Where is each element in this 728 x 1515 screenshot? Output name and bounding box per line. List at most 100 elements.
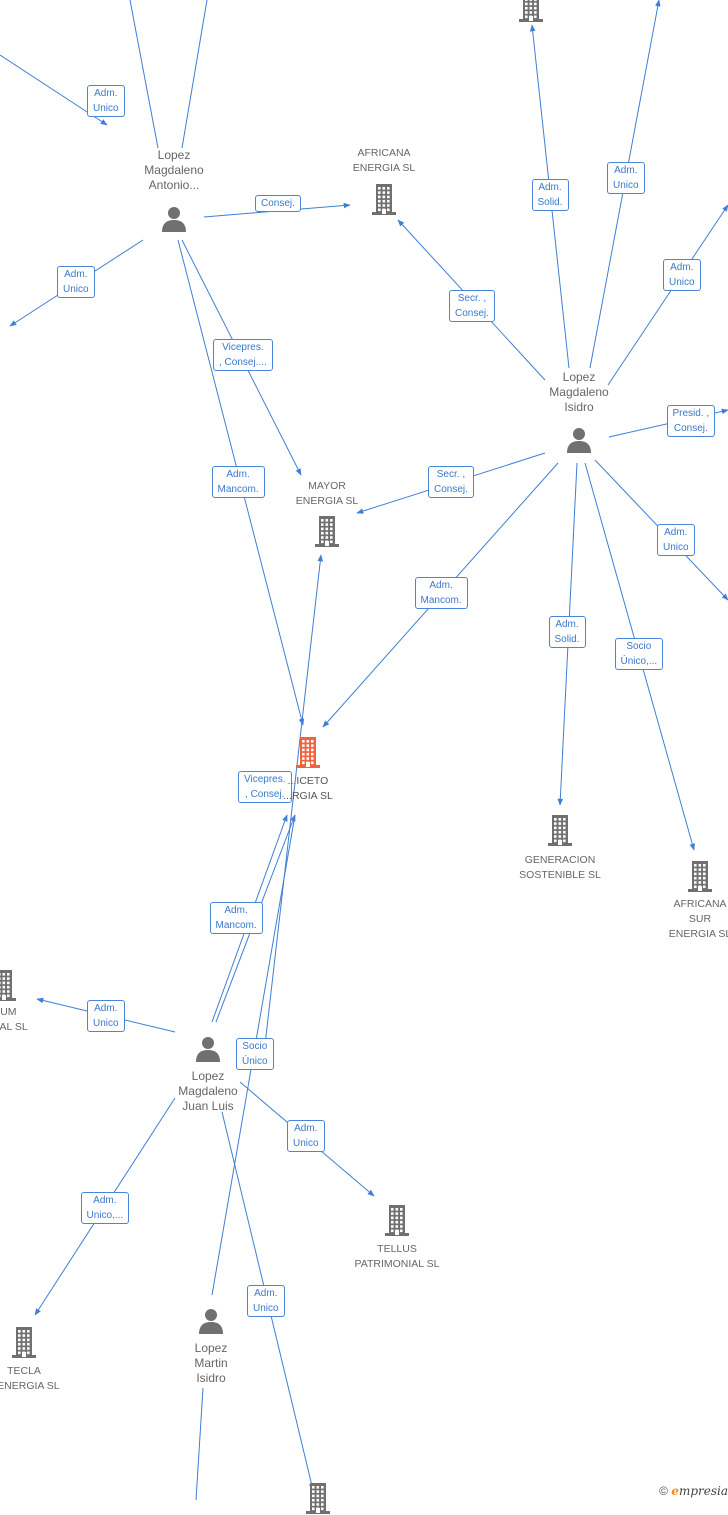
building-icon[interactable] xyxy=(312,514,342,548)
edge-role-text: Unico xyxy=(93,1018,119,1029)
person-icon[interactable] xyxy=(564,425,594,455)
building-icon[interactable] xyxy=(293,735,323,769)
building-icon[interactable] xyxy=(516,0,546,23)
edge-role-text: Vicepres. xyxy=(222,342,264,353)
node-label-line: ...UM xyxy=(0,1006,17,1018)
node-label-line: Isidro xyxy=(196,1371,226,1385)
edge-role-label[interactable]: Adm.Unico xyxy=(287,1120,325,1152)
node-label-line: ENERGIA SL xyxy=(668,928,728,940)
edge-role-text: Adm. xyxy=(94,88,118,99)
edge-role-label[interactable]: Adm.Unico xyxy=(87,1000,125,1032)
edge-role-label[interactable]: Adm. Solid. xyxy=(548,616,586,648)
edge-role-label[interactable]: Secr. ,Consej. xyxy=(449,290,495,322)
edge-role-text: , Consej. xyxy=(245,789,285,800)
node-label-line: ENERGIA SL xyxy=(352,162,416,174)
edge-role-text: Adm. xyxy=(294,1123,318,1134)
edge-role-label[interactable]: Adm.Unico xyxy=(657,524,695,556)
company-name-label[interactable]: ...ICETO ...RGIA SL xyxy=(283,774,333,804)
node-label-line: Lopez xyxy=(194,1341,228,1355)
edge-role-label[interactable]: Adm.Unico,... xyxy=(80,1192,130,1224)
edge-role-text: Adm. xyxy=(254,1288,278,1299)
company-name-label[interactable]: MAYOR ENERGIA SL xyxy=(296,479,358,509)
edge-role-text: Adm. xyxy=(64,269,88,280)
node-label-line: MAYOR xyxy=(308,480,346,492)
edge-role-label[interactable]: Adm.Mancom. xyxy=(211,466,265,498)
node-label-line: Lopez xyxy=(157,148,191,162)
edge-role-text: Unico xyxy=(93,103,119,114)
edge-role-text: Unico,... xyxy=(86,1210,124,1221)
edge-role-label[interactable]: Vicepres., Consej. xyxy=(238,771,292,803)
edge-role-text: Único,... xyxy=(620,656,658,667)
building-icon[interactable] xyxy=(9,1325,39,1359)
edge-role-text: Unico xyxy=(63,284,89,295)
edge-role-text: Adm. xyxy=(538,182,562,193)
person-icon[interactable] xyxy=(193,1034,223,1064)
node-label-line: Lopez xyxy=(191,1069,225,1083)
edge-role-label[interactable]: Adm.Unico xyxy=(247,1285,285,1317)
node-label-line: ...ICETO xyxy=(287,775,329,787)
edge-line xyxy=(264,554,324,1046)
node-label-line: ENERGIA SL xyxy=(295,495,359,507)
node-label-line: GENERACION xyxy=(524,854,596,866)
edge-role-label[interactable]: Secr. ,Consej. xyxy=(428,466,474,498)
edge-role-text: Adm. xyxy=(429,580,453,591)
edge-role-text: Adm. xyxy=(670,262,694,273)
company-name-label[interactable]: ...UM ...NIAL SL xyxy=(0,1005,28,1035)
node-label-line: PATRIMONIAL SL xyxy=(354,1258,440,1270)
person-icon[interactable] xyxy=(159,204,189,234)
edge-role-text: Mancom. xyxy=(420,595,462,606)
edge-role-text: Secr. , xyxy=(436,469,466,480)
node-label-line: Antonio... xyxy=(148,178,200,192)
person-icon[interactable] xyxy=(196,1306,226,1336)
edge-role-text: Socio xyxy=(626,641,652,652)
edge-role-text: Adm. xyxy=(555,619,579,630)
edge-role-text: , Consej.... xyxy=(219,357,267,368)
edge-role-label[interactable]: Adm.Mancom. xyxy=(209,902,263,934)
edge-role-label[interactable]: Adm. Unico xyxy=(663,259,701,291)
edge-role-text: Solid. xyxy=(554,634,580,645)
edge-role-text: Consej. xyxy=(261,197,295,209)
building-icon[interactable] xyxy=(382,1203,412,1237)
company-name-label[interactable]: TECLA...ENERGIA SL xyxy=(0,1364,60,1394)
node-label-line: Magdaleno xyxy=(549,385,609,399)
copyright-symbol: © xyxy=(659,1484,668,1498)
edge-role-label[interactable]: Adm. Mancom. xyxy=(414,577,468,609)
building-icon[interactable] xyxy=(545,813,575,847)
node-label-line: ...NIAL SL xyxy=(0,1021,28,1033)
footer-brand[interactable]: © empresia xyxy=(659,1484,728,1498)
edge-role-text: Socio xyxy=(242,1041,268,1052)
edge-role-label[interactable]: Presid. ,Consej. xyxy=(666,405,716,437)
node-label-line: AFRICANA xyxy=(673,898,727,910)
edge-role-text: Solid. xyxy=(537,197,563,208)
edge-role-text: Unico xyxy=(669,277,695,288)
edge-role-text: Único xyxy=(242,1056,268,1067)
edge-role-label[interactable]: Consej. xyxy=(255,194,301,212)
edge-role-label[interactable]: Vicepres. , Consej.... xyxy=(213,339,273,371)
edge-line xyxy=(607,204,728,386)
building-icon[interactable] xyxy=(685,859,715,893)
building-icon[interactable] xyxy=(303,1481,333,1515)
edge-line-segment xyxy=(129,0,159,149)
edge-role-label[interactable]: Adm.Unico xyxy=(607,162,645,194)
edge-role-label[interactable]: Adm. Solid. xyxy=(531,179,569,211)
node-label-line: Magdaleno xyxy=(178,1084,238,1098)
node-label-line: ...RGIA SL xyxy=(283,790,333,802)
node-label-line: ...ENERGIA SL xyxy=(0,1380,60,1392)
edge-role-text: Consej. xyxy=(455,308,489,319)
building-icon[interactable] xyxy=(369,182,399,216)
edge-role-label[interactable]: Adm. Unico xyxy=(57,266,95,298)
edge-role-text: Presid. , xyxy=(672,408,710,419)
node-label-line: Juan Luis xyxy=(182,1099,234,1113)
edge-role-label[interactable]: Adm. Unico xyxy=(87,85,125,117)
building-icon[interactable] xyxy=(0,968,19,1002)
